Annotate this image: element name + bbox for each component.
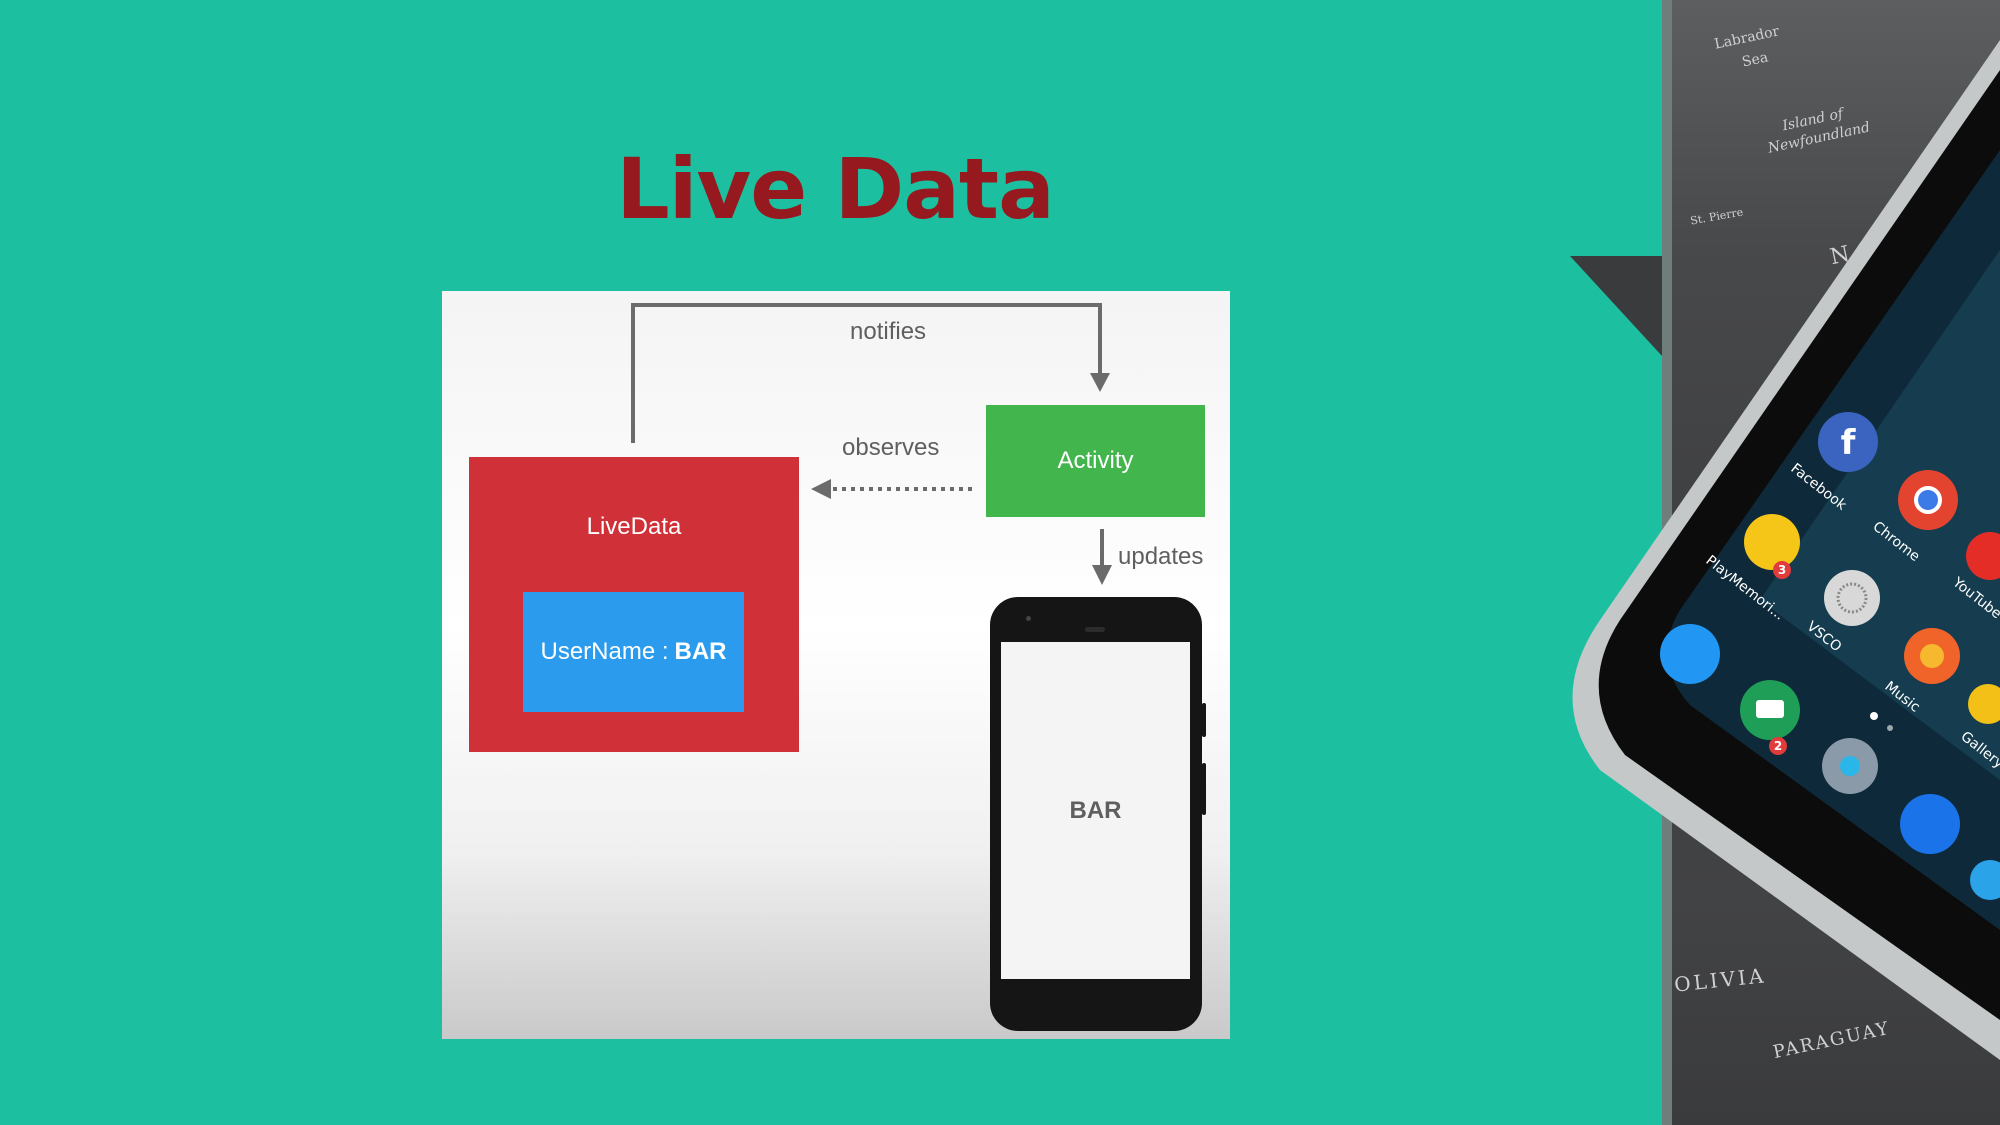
updates-label: updates xyxy=(1118,543,1204,570)
username-field-name: UserName : xyxy=(540,638,669,665)
badge-count: 3 xyxy=(1778,563,1786,577)
diagram-arrows xyxy=(631,303,1112,585)
activity-box: Activity xyxy=(986,405,1205,517)
svg-text:f: f xyxy=(1841,423,1857,463)
notifies-label: notifies xyxy=(850,318,927,345)
notification-badge xyxy=(1773,561,1791,579)
livedata-box: LiveData UserName : BAR xyxy=(469,457,799,752)
page-indicator xyxy=(1870,712,1878,720)
gallery-icon xyxy=(1968,684,2000,724)
youtube-icon xyxy=(1966,532,2000,580)
phone-mockup: BAR xyxy=(990,597,1206,1031)
page-indicator xyxy=(1887,725,1893,731)
notifies-arrow-line xyxy=(631,303,1102,443)
phone-side-button xyxy=(1202,703,1206,737)
phone-speaker xyxy=(1085,627,1105,632)
username-field-value: BAR xyxy=(674,638,727,665)
photo-tab-shape xyxy=(1570,256,1662,356)
app-icon-partial xyxy=(1970,860,2000,900)
livedata-title: LiveData xyxy=(586,513,682,540)
updates-arrowhead xyxy=(1092,565,1112,585)
facebook-icon xyxy=(1818,412,1878,472)
slide-title: Live Data xyxy=(616,140,1055,238)
observes-arrowhead xyxy=(811,479,831,499)
username-field: UserName : BAR xyxy=(523,592,744,712)
phone-icon xyxy=(1900,794,1960,854)
phone-camera xyxy=(1026,616,1031,621)
badge-count: 2 xyxy=(1774,739,1782,753)
observes-label: observes xyxy=(842,434,940,461)
phone-screen-text: BAR xyxy=(1069,796,1122,824)
notification-badge xyxy=(1769,737,1787,755)
notifies-arrowhead xyxy=(1090,373,1110,392)
badge-labels: 3 2 xyxy=(1774,563,1786,753)
phone-screen: BAR xyxy=(1001,642,1190,979)
phone-volume-button xyxy=(1202,763,1206,815)
messenger-icon xyxy=(1660,624,1720,684)
app-icons: f xyxy=(1660,412,2000,900)
livedata-diagram: notifies observes updates LiveData UserN… xyxy=(442,291,1230,1039)
playmemories-icon xyxy=(1744,514,1800,570)
vsco-icon xyxy=(1824,570,1880,626)
